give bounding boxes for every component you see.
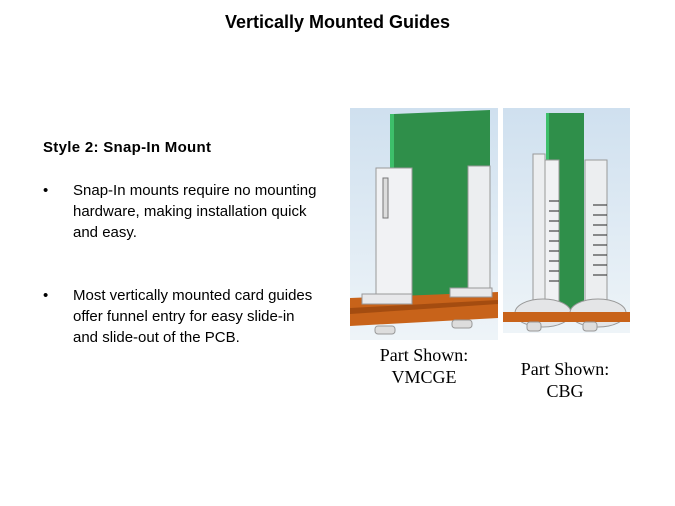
caption-part: CBG: [546, 381, 584, 401]
bullet-marker: •: [43, 182, 49, 199]
cbg-image: [503, 108, 630, 333]
vmcge-image: [350, 108, 498, 340]
cbg-caption: Part Shown: CBG: [500, 358, 630, 402]
caption-label: Part Shown:: [520, 359, 610, 379]
caption-label: Part Shown:: [379, 345, 469, 365]
bullet-text: Snap-In mounts require no mounting hardw…: [73, 182, 317, 241]
style-heading: Style 2: Snap-In Mount: [43, 139, 212, 156]
vmcge-caption: Part Shown: VMCGE: [350, 344, 498, 388]
bullet-text: Most vertically mounted card guides offe…: [73, 287, 313, 346]
slide-title: Vertically Mounted Guides: [224, 12, 451, 32]
bullet-marker: •: [43, 287, 49, 304]
caption-part: VMCGE: [391, 367, 457, 387]
